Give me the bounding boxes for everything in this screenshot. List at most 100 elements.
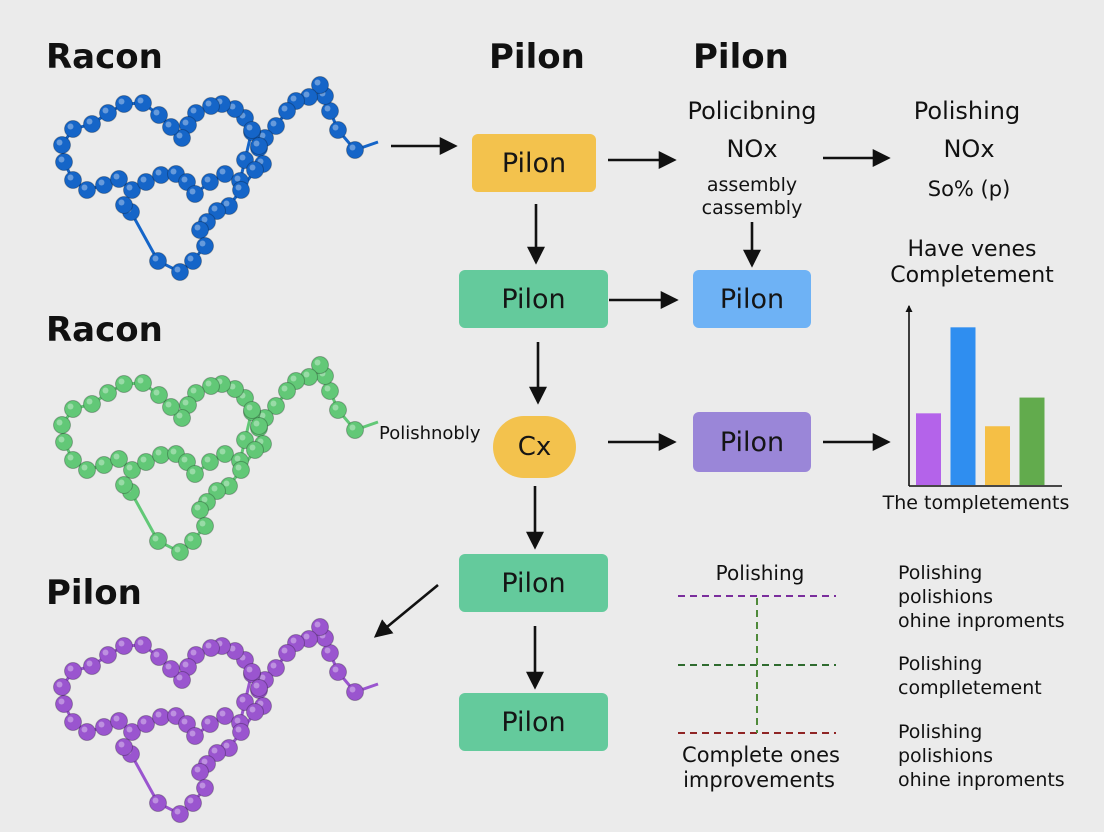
legend-entry-3-line-2: polishions	[898, 745, 994, 767]
heading-racon-top: Racon	[46, 37, 163, 77]
chart-bar-2	[950, 327, 976, 485]
chain-purple-bead	[162, 660, 180, 678]
legend-caption-1: Complete ones	[682, 743, 840, 767]
chain-green-bead	[55, 433, 73, 451]
chain-purple-bead-highlight	[118, 640, 125, 647]
chain-blue-bead-highlight	[174, 266, 181, 273]
chain-green-bead-highlight	[58, 436, 65, 443]
chain-purple-bead	[152, 708, 170, 726]
arrows	[373, 137, 891, 690]
chain-blue-bead-highlight	[56, 139, 63, 146]
chain-blue-bead	[187, 104, 205, 122]
chain-purple-bead-highlight	[170, 710, 177, 717]
arrow-green-to-chain3	[373, 583, 439, 638]
chain-green-bead	[196, 517, 214, 535]
chain-green-bead	[267, 397, 285, 415]
chain-purple-bead-highlight	[246, 666, 253, 673]
chain-blue-bead	[178, 173, 196, 191]
node-pilon-green-1: Pilon	[459, 270, 608, 328]
chain-blue-bead	[243, 121, 261, 139]
chain-green-bead	[53, 416, 71, 434]
chain-purple-bead	[137, 715, 155, 733]
chain-green-bead-highlight	[332, 404, 339, 411]
chain-purple-bead-highlight	[98, 721, 105, 728]
chain-purple-bead	[115, 738, 133, 756]
chain-purple-bead	[110, 712, 128, 730]
chain-blue-bead-highlight	[118, 98, 125, 105]
chain-blue-bead	[191, 221, 209, 239]
chain-blue-bead-highlight	[140, 176, 147, 183]
chain-purple-bead-highlight	[259, 674, 266, 681]
chain-blue-bead	[137, 173, 155, 191]
chain-purple-bead-highlight	[174, 808, 181, 815]
chain-blue-bead-highlight	[153, 109, 160, 116]
chain-green-bead	[149, 532, 167, 550]
chain-purple-bead-highlight	[182, 661, 189, 668]
chain-green-bead	[208, 482, 226, 500]
chain-purple-bead-highlight	[270, 662, 277, 669]
chain-blue-bead-highlight	[165, 121, 172, 128]
chain-purple-bead-highlight	[181, 718, 188, 725]
chain-purple-bead-highlight	[211, 747, 218, 754]
chain-green-bead-highlight	[253, 420, 260, 427]
chain-blue-bead	[110, 170, 128, 188]
chain-blue-bead	[267, 117, 285, 135]
legend-title: Polishing	[715, 561, 805, 585]
chain-green-bead	[173, 409, 191, 427]
chart-bar-1	[916, 413, 941, 485]
chain-purple-bead-highlight	[249, 706, 256, 713]
label-nox-2: NOx	[943, 135, 995, 163]
chain-blue-bead	[83, 115, 101, 133]
chain-purple-bead-highlight	[137, 639, 144, 646]
chain-green-bead-highlight	[194, 504, 201, 511]
chain-purple-bead	[53, 678, 71, 696]
chain-green-bead	[137, 453, 155, 471]
chain-purple-bead-highlight	[239, 696, 246, 703]
chain-green-bead-highlight	[314, 359, 321, 366]
chain-purple-bead	[55, 695, 73, 713]
chain-purple-bead-highlight	[332, 666, 339, 673]
chain-blue-bead	[196, 237, 214, 255]
heading-racon-middle: Racon	[46, 310, 163, 350]
label-policibning: Policibning	[687, 97, 817, 125]
legend-caption-2: improvements	[683, 768, 835, 792]
chain-green-bead-highlight	[211, 485, 218, 492]
chain-green-bead-highlight	[67, 403, 74, 410]
label-nox-1: NOx	[726, 135, 778, 163]
chain-blue-bead-highlight	[190, 107, 197, 114]
node-pilon-yellow: Pilon	[472, 134, 596, 192]
chain-blue-bead-highlight	[246, 124, 253, 131]
label-so-percent: So% (p)	[927, 177, 1011, 201]
chain-purple-bead	[232, 723, 250, 741]
chain-blue-bead	[78, 181, 96, 199]
chain-purple-bead	[321, 644, 339, 662]
chain-purple-bead-highlight	[201, 758, 208, 765]
chain-green-bead-highlight	[113, 453, 120, 460]
chain-purple-bead	[95, 718, 113, 736]
chain-purple-bead	[173, 671, 191, 689]
chain-green-bead-highlight	[118, 479, 125, 486]
chain-purple-bead	[311, 618, 329, 636]
chain-green-bead	[246, 441, 264, 459]
chain-green-bead-highlight	[349, 424, 356, 431]
chart-bars	[916, 327, 1045, 485]
chain-purple-bead	[191, 763, 209, 781]
chain-green-bead	[187, 384, 205, 402]
chain-green-bead	[243, 401, 261, 419]
chain-purple-bead	[208, 744, 226, 762]
chain-green-bead	[83, 395, 101, 413]
chain-blue-bead	[246, 161, 264, 179]
chain-blue-bead-highlight	[314, 79, 321, 86]
chain-blue-bead	[95, 176, 113, 194]
chain-green-bead	[201, 453, 219, 471]
chain-blue-bead-highlight	[152, 255, 159, 262]
chain-green-bead-highlight	[170, 448, 177, 455]
chain-green-bead	[232, 461, 250, 479]
chain-green-bead-highlight	[189, 468, 196, 475]
heading-pilon-bottom: Pilon	[46, 573, 142, 613]
node-pilon-purple: Pilon	[693, 412, 811, 472]
chain-purple-bead-highlight	[189, 730, 196, 737]
chain-green-bead-highlight	[56, 419, 63, 426]
chain-purple-bead-highlight	[199, 782, 206, 789]
